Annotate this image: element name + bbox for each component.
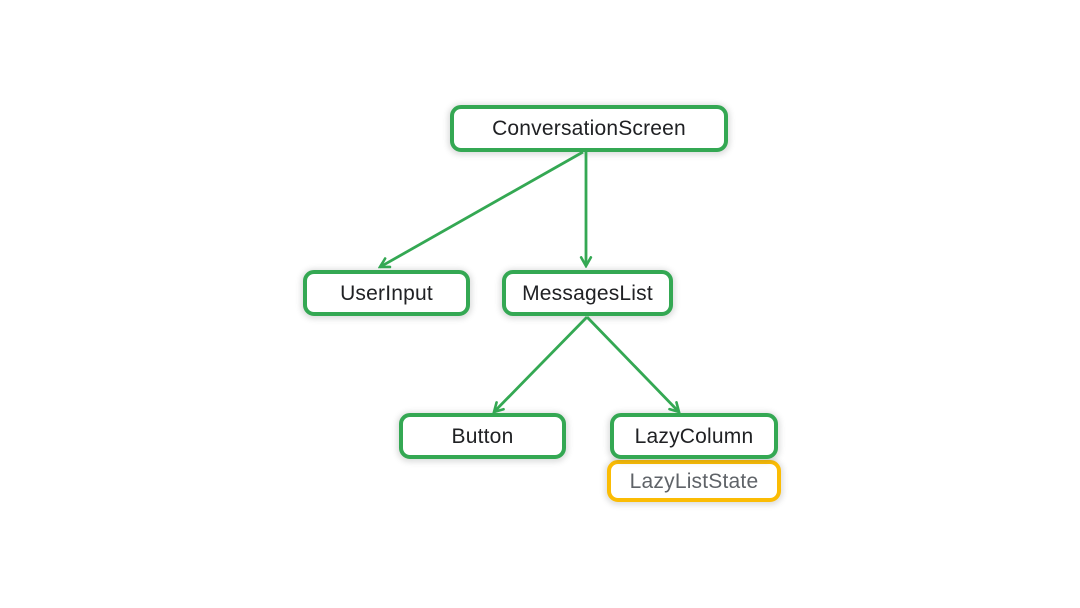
node-conversation-screen: ConversationScreen	[450, 105, 728, 152]
node-button: Button	[399, 413, 566, 459]
node-label: LazyListState	[629, 469, 759, 493]
node-messages-list: MessagesList	[502, 270, 673, 316]
node-user-input: UserInput	[303, 270, 470, 316]
node-label: Button	[451, 424, 514, 448]
node-lazy-column: LazyColumn	[610, 413, 778, 459]
edge-conversationscreen-userinput	[380, 150, 584, 267]
node-lazy-list-state: LazyListState	[607, 460, 781, 502]
node-label: MessagesList	[522, 281, 653, 305]
node-label: ConversationScreen	[492, 117, 686, 140]
node-label: UserInput	[340, 281, 433, 305]
node-label: LazyColumn	[634, 424, 754, 448]
edge-messageslist-lazycolumn	[585, 316, 679, 412]
edge-messageslist-button	[494, 316, 589, 412]
